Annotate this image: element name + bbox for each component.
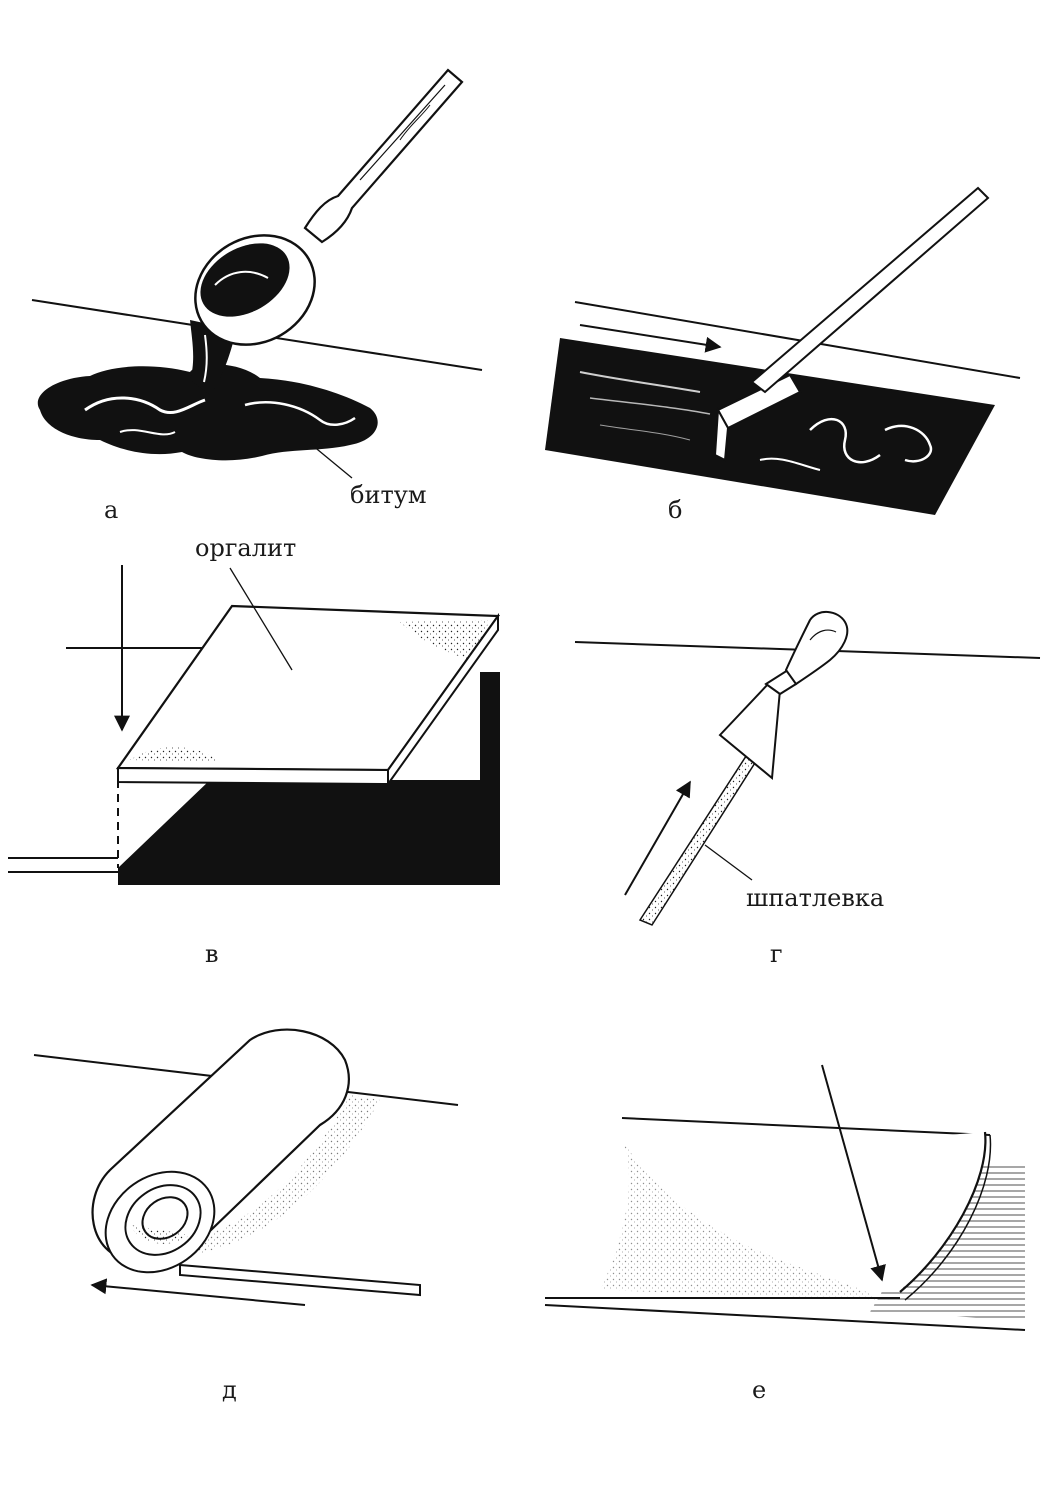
bitumen-puddle — [37, 364, 378, 461]
hardboard-leader-line — [229, 567, 293, 671]
panel-g: шпатлевка г — [574, 611, 1041, 968]
panel-letter-b: б — [668, 496, 682, 524]
annotation-hardboard: оргалит — [195, 534, 296, 562]
bitumen-leader-line — [311, 444, 353, 479]
panel-e-floor-line — [621, 1117, 991, 1136]
putty-leader-line — [704, 844, 753, 881]
direction-arrow-g — [624, 780, 691, 896]
panel-letter-g: г — [770, 940, 783, 968]
panel-d: д — [33, 1028, 459, 1404]
spatula-handle — [784, 611, 849, 686]
panel-v: оргалит в — [8, 534, 501, 968]
direction-arrow-d — [90, 1278, 306, 1306]
bitumen-layer — [545, 338, 995, 515]
panel-a: битум а — [31, 68, 483, 524]
annotation-putty: шпатлевка — [746, 884, 884, 912]
pressing-arrow — [821, 1064, 886, 1282]
panel-e: е — [544, 1064, 1026, 1404]
scraper-handle — [750, 186, 990, 394]
panel-b-floor-line — [574, 301, 1021, 379]
ladle-handle — [303, 68, 464, 244]
panel-letter-a: а — [104, 496, 118, 524]
panel-letter-d: д — [222, 1376, 237, 1404]
bitumen-base-layer — [118, 672, 500, 885]
direction-arrow-b — [579, 324, 722, 353]
annotation-bitumen: битум — [350, 481, 427, 509]
panel-letter-e: е — [752, 1376, 766, 1404]
panel-b: б — [545, 186, 1021, 524]
unrolled-sheet — [179, 1263, 421, 1297]
panel-letter-v: в — [205, 940, 219, 968]
